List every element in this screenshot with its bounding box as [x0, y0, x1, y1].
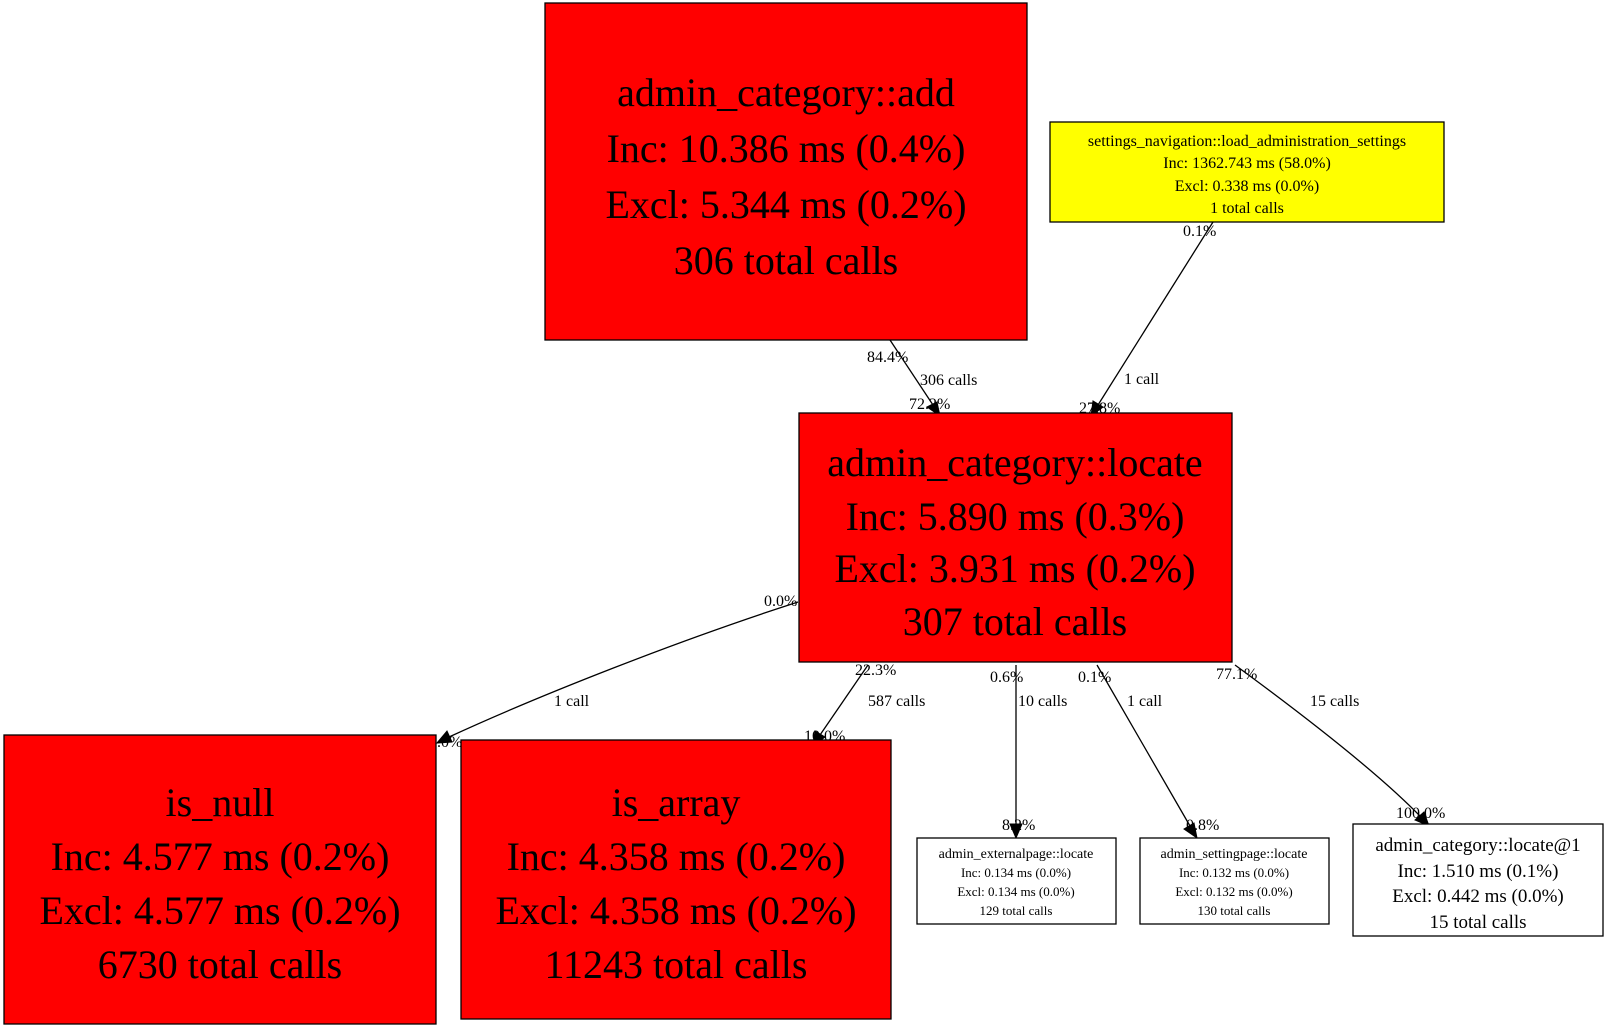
node-name: admin_category::add [617, 70, 955, 115]
edge-head-label: 0.0% [429, 734, 462, 751]
node-inc: Inc: 0.132 ms (0.0%) [1179, 865, 1289, 880]
node-inc: Inc: 10.386 ms (0.4%) [607, 126, 966, 171]
edge-tail-label: 0.0% [764, 593, 797, 610]
node-excl: Excl: 0.442 ms (0.0%) [1392, 886, 1564, 907]
node-calls: 6730 total calls [98, 942, 342, 987]
node-admin-settingpage-locate: admin_settingpage::locate Inc: 0.132 ms … [1139, 837, 1330, 925]
node-calls: 129 total calls [980, 903, 1053, 918]
node-excl: Excl: 5.344 ms (0.2%) [605, 182, 966, 227]
edge-locate-to-externalpage: 0.6% 10 calls 8.2% [990, 665, 1067, 840]
node-load-administration-settings: settings_navigation::load_administration… [1049, 121, 1445, 223]
node-admin-category-locate: admin_category::locate Inc: 5.890 ms (0.… [798, 412, 1233, 663]
edge-head-label: 0.8% [1186, 817, 1219, 834]
node-excl: Excl: 0.338 ms (0.0%) [1175, 178, 1319, 195]
edge-calls-label: 1 call [1127, 693, 1163, 710]
node-calls: 307 total calls [903, 599, 1127, 644]
node-calls: 130 total calls [1198, 903, 1271, 918]
edge-tail-label: 22.3% [855, 662, 896, 679]
node-calls: 11243 total calls [545, 942, 808, 987]
edge-calls-label: 15 calls [1310, 693, 1359, 710]
edge-tail-label: 77.1% [1216, 666, 1257, 683]
edge-tail-label: 0.1% [1183, 223, 1216, 240]
node-calls: 1 total calls [1210, 200, 1284, 217]
node-is-array: is_array Inc: 4.358 ms (0.2%) Excl: 4.35… [460, 739, 892, 1020]
edge-tail-label: 0.6% [990, 669, 1023, 686]
edge-calls-label: 587 calls [868, 693, 925, 710]
node-excl: Excl: 0.132 ms (0.0%) [1175, 884, 1292, 899]
edge-locate-to-is-array: 22.3% 587 calls 10.0% [804, 662, 925, 748]
node-name: admin_externalpage::locate [939, 847, 1094, 862]
edge-calls-label: 306 calls [920, 372, 977, 389]
node-inc: Inc: 5.890 ms (0.3%) [846, 494, 1185, 539]
edge-load-admin-to-locate: 0.1% 1 call 27.8% [1079, 221, 1216, 418]
node-calls: 15 total calls [1429, 912, 1526, 933]
node-name: admin_category::locate@1 [1375, 835, 1580, 856]
edge-head-label: 72.2% [909, 396, 950, 413]
node-name: settings_navigation::load_administration… [1088, 133, 1406, 150]
edge-calls-label: 10 calls [1018, 693, 1067, 710]
edge-calls-label: 1 call [1124, 371, 1160, 388]
node-excl: Excl: 4.577 ms (0.2%) [39, 888, 400, 933]
node-admin-category-locate-1: admin_category::locate@1 Inc: 1.510 ms (… [1352, 823, 1604, 937]
node-excl: Excl: 4.358 ms (0.2%) [495, 888, 856, 933]
node-inc: Inc: 1362.743 ms (58.0%) [1163, 155, 1331, 172]
node-calls: 306 total calls [674, 238, 898, 283]
node-inc: Inc: 4.577 ms (0.2%) [51, 834, 390, 879]
node-name: is_null [166, 780, 275, 825]
node-inc: Inc: 1.510 ms (0.1%) [1398, 861, 1559, 882]
edge-tail-label: 0.1% [1078, 669, 1111, 686]
edge-tail-label: 84.4% [867, 349, 908, 366]
node-admin-category-add: admin_category::add Inc: 10.386 ms (0.4%… [544, 2, 1028, 341]
edge-head-label: 100.0% [1396, 805, 1445, 822]
node-name: admin_category::locate [827, 440, 1202, 485]
edge-head-label: 8.2% [1002, 817, 1035, 834]
node-admin-externalpage-locate: admin_externalpage::locate Inc: 0.134 ms… [916, 837, 1117, 925]
node-excl: Excl: 0.134 ms (0.0%) [957, 884, 1074, 899]
edge-calls-label: 1 call [554, 693, 590, 710]
node-inc: Inc: 0.134 ms (0.0%) [961, 865, 1071, 880]
node-inc: Inc: 4.358 ms (0.2%) [507, 834, 846, 879]
node-is-null: is_null Inc: 4.577 ms (0.2%) Excl: 4.577… [3, 734, 437, 1025]
edge-locate-to-locate1: 77.1% 15 calls 100.0% [1216, 664, 1445, 827]
node-excl: Excl: 3.931 ms (0.2%) [834, 546, 1195, 591]
edge-locate-to-is-null: 0.0% 1 call 0.0% [429, 593, 799, 751]
node-name: admin_settingpage::locate [1161, 847, 1308, 862]
edge-locate-to-settingpage: 0.1% 1 call 0.8% [1078, 664, 1219, 840]
node-name: is_array [612, 780, 741, 825]
edge-add-to-locate: 84.4% 306 calls 72.2% [867, 339, 977, 418]
